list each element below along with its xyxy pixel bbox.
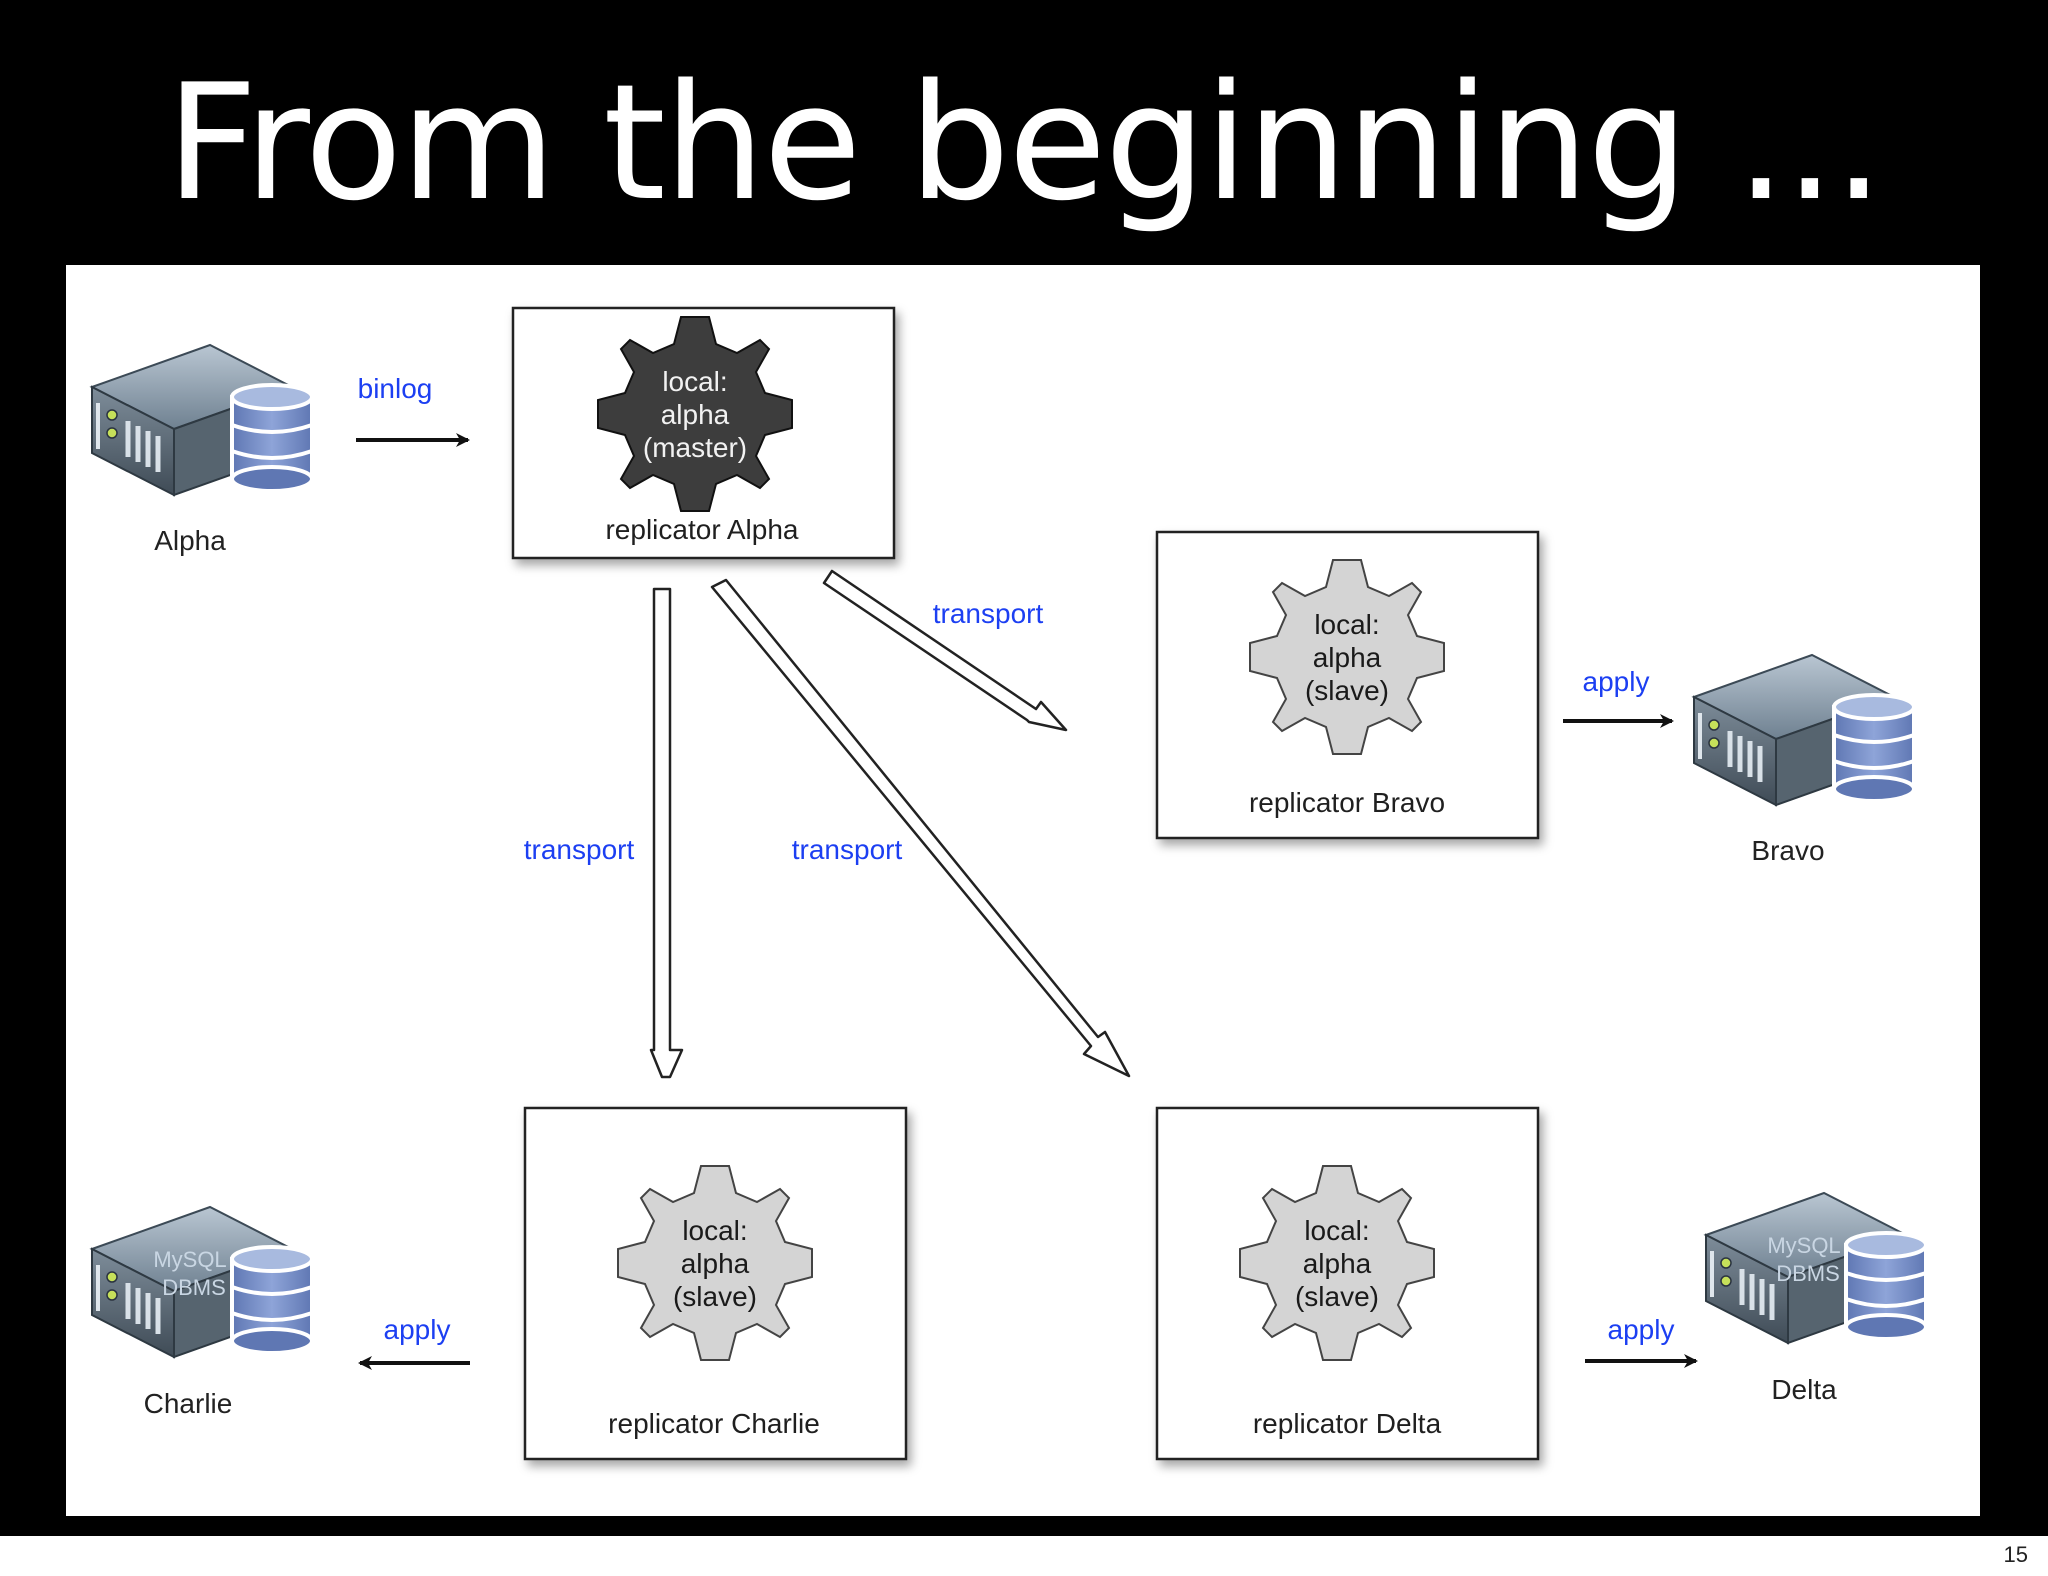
server-bravo-label: Bravo — [1751, 835, 1824, 866]
replication-diagram: Alpha Bravo MySQL DBMS Charlie MySQL DBM… — [66, 306, 1980, 1461]
replicator-alpha-label: replicator Alpha — [605, 514, 798, 545]
gear-text-line2: alpha — [681, 1248, 750, 1279]
server-bravo-icon — [1694, 655, 1914, 805]
server-bravo: Bravo — [1694, 655, 1914, 866]
gear-text-line2: alpha — [1303, 1248, 1372, 1279]
transport-delta-label: transport — [792, 834, 903, 865]
gear-text-line1: local: — [1304, 1215, 1369, 1246]
gear-text-line3: (slave) — [1295, 1281, 1379, 1312]
gear-text-line1: local: — [662, 366, 727, 397]
server-delta-label: Delta — [1771, 1374, 1837, 1405]
binlog-label: binlog — [358, 373, 433, 404]
replicator-bravo: local: alpha (slave) replicator Bravo — [1155, 530, 1540, 840]
transport-bravo-label: transport — [933, 598, 1044, 629]
replicator-alpha: local: alpha (master) replicator Alpha — [511, 306, 896, 560]
server-charlie-line1: MySQL — [153, 1247, 226, 1272]
gear-text-line1: local: — [682, 1215, 747, 1246]
apply-delta-label: apply — [1608, 1314, 1675, 1345]
server-alpha-icon — [92, 345, 312, 495]
server-charlie-label: Charlie — [144, 1388, 233, 1419]
apply-charlie-label: apply — [384, 1314, 451, 1345]
server-delta: MySQL DBMS Delta — [1706, 1193, 1926, 1405]
replicator-charlie: local: alpha (slave) replicator Charlie — [523, 1106, 908, 1461]
apply-bravo-label: apply — [1583, 666, 1650, 697]
gear-text-line3: (slave) — [673, 1281, 757, 1312]
transport-charlie-arrow — [649, 587, 684, 1079]
server-delta-line1: MySQL — [1767, 1233, 1840, 1258]
page-number: 15 — [2003, 1542, 2028, 1567]
gear-text-line3: (master) — [643, 432, 747, 463]
transport-bravo-arrow — [822, 569, 1068, 732]
transport-charlie-label: transport — [524, 834, 635, 865]
server-alpha: Alpha — [92, 345, 312, 556]
replicator-charlie-label: replicator Charlie — [608, 1408, 820, 1439]
diagram-panel: Alpha Bravo MySQL DBMS Charlie MySQL DBM… — [66, 265, 1980, 1516]
replicator-bravo-label: replicator Bravo — [1249, 787, 1445, 818]
gear-text-line2: alpha — [1313, 642, 1382, 673]
replicator-delta-label: replicator Delta — [1253, 1408, 1442, 1439]
server-delta-line2: DBMS — [1776, 1261, 1840, 1286]
gear-text-line1: local: — [1314, 609, 1379, 640]
gear-text-line2: alpha — [661, 399, 730, 430]
slide-title: From the beginning ... — [165, 49, 1884, 236]
server-charlie-line2: DBMS — [162, 1275, 226, 1300]
server-alpha-label: Alpha — [154, 525, 226, 556]
gear-text-line3: (slave) — [1305, 675, 1389, 706]
server-charlie: MySQL DBMS Charlie — [92, 1207, 312, 1419]
replicator-delta: local: alpha (slave) replicator Delta — [1155, 1106, 1540, 1461]
transport-delta-arrow — [710, 578, 1131, 1078]
